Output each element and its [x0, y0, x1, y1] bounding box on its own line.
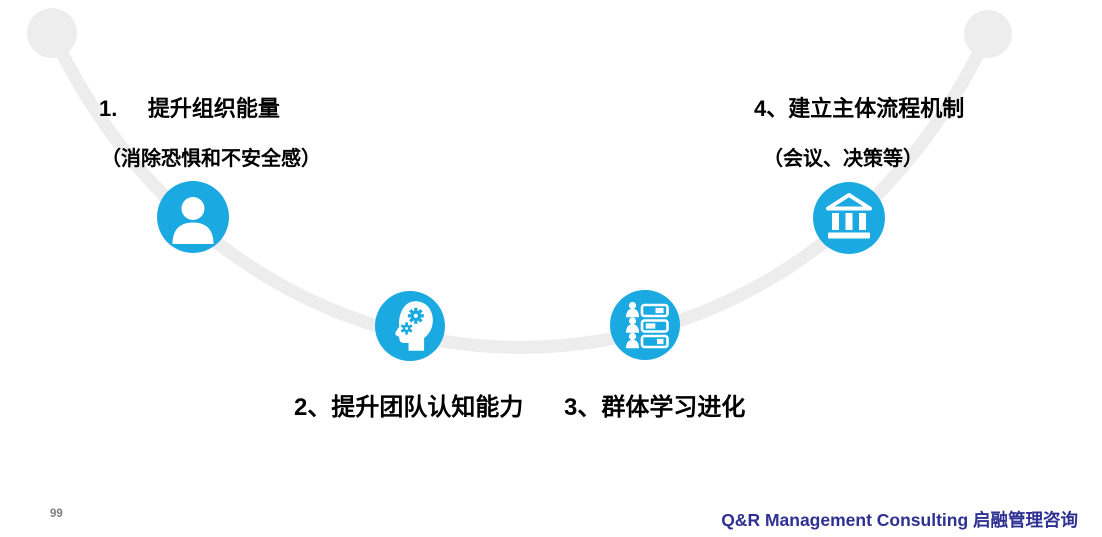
gear-large-icon [407, 307, 424, 324]
step1-circle [157, 181, 229, 253]
step3-label: 3、群体学习进化 [564, 394, 746, 421]
gear-small-icon [400, 322, 413, 335]
path-start-node [27, 8, 77, 58]
user-icon [172, 197, 214, 244]
bank-icon [826, 193, 872, 239]
head-gears-icon [395, 301, 433, 351]
page-number: 99 [50, 508, 63, 520]
journey-curve [45, 26, 995, 354]
step2-circle [375, 291, 445, 361]
path-end-node [964, 10, 1012, 58]
step1-label: 1. 提升组织能量 [99, 96, 280, 121]
users-list-icon [626, 301, 669, 349]
brand-footer: Q&R Management Consulting 启融管理咨询 [721, 510, 1078, 530]
step2-label: 2、提升团队认知能力 [294, 394, 524, 421]
step4-subtitle: （会议、决策等） [763, 148, 923, 170]
step4-label: 4、建立主体流程机制 [754, 96, 965, 121]
step4-circle [813, 182, 885, 254]
step1-subtitle: （消除恐惧和不安全感） [101, 148, 321, 170]
step3-circle [610, 290, 680, 360]
